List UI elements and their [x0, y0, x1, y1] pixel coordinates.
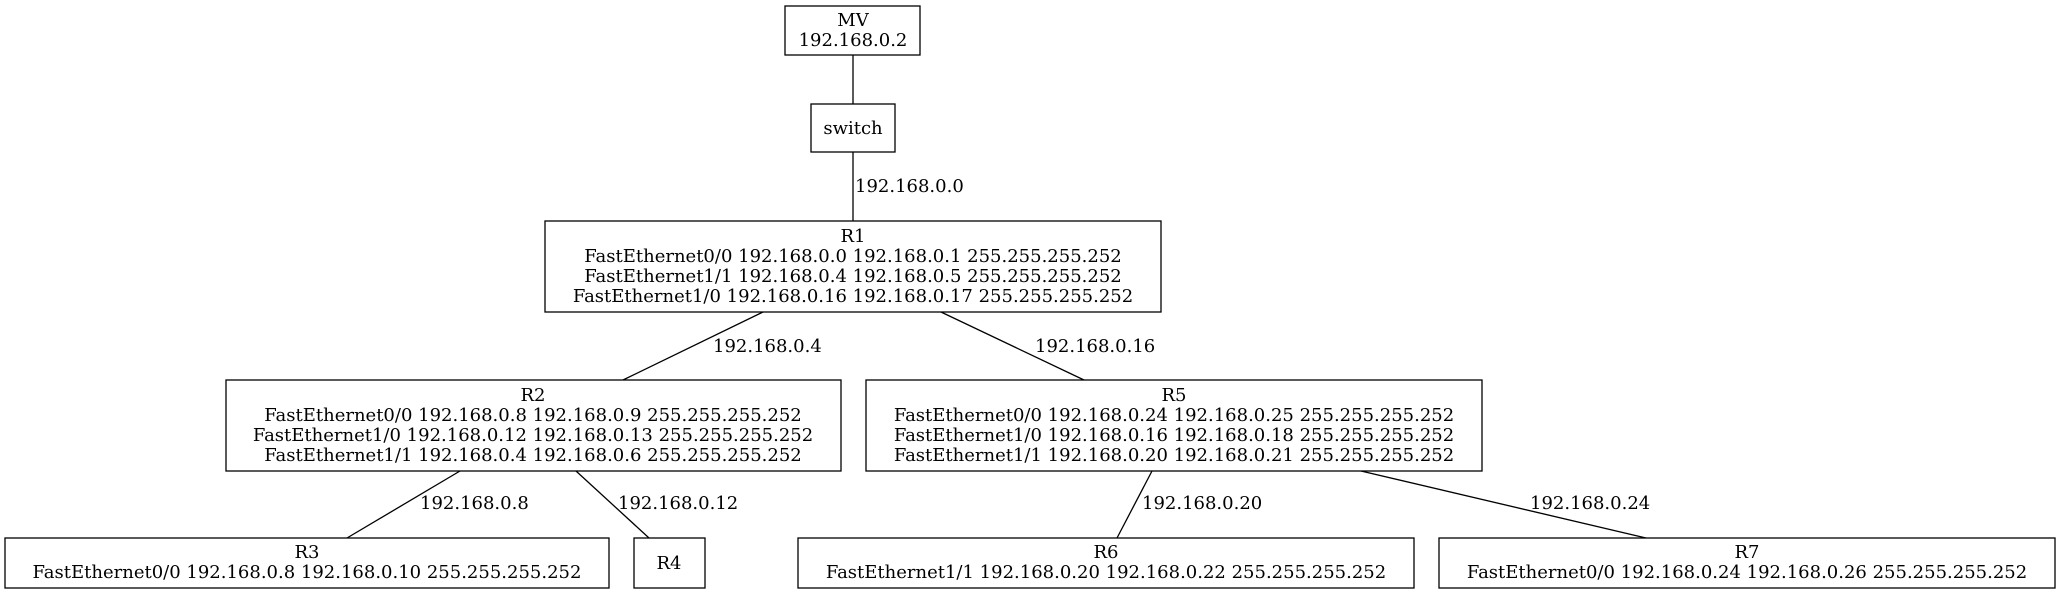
- node-r7-title: R7: [1734, 542, 1759, 563]
- node-r2-title: R2: [520, 385, 545, 406]
- node-r1-line: FastEthernet0/0 192.168.0.0 192.168.0.1 …: [584, 246, 1121, 267]
- node-r2-line: FastEthernet1/0 192.168.0.12 192.168.0.1…: [253, 425, 813, 446]
- node-r1: R1 FastEthernet0/0 192.168.0.0 192.168.0…: [544, 220, 1162, 313]
- edge-label-r1-r2: 192.168.0.4: [713, 336, 822, 357]
- node-r4-title: R4: [656, 553, 681, 574]
- node-r3: R3 FastEthernet0/0 192.168.0.8 192.168.0…: [4, 537, 610, 589]
- node-r2: R2 FastEthernet0/0 192.168.0.8 192.168.0…: [225, 379, 842, 472]
- node-mv: MV 192.168.0.2: [784, 5, 921, 56]
- node-switch-title: switch: [823, 118, 883, 139]
- node-r4: R4: [633, 537, 706, 589]
- node-r1-title: R1: [840, 226, 865, 247]
- edge-r2-r4: [575, 470, 650, 539]
- edge-label-r5-r6: 192.168.0.20: [1142, 493, 1262, 514]
- node-r1-line: FastEthernet1/1 192.168.0.4 192.168.0.5 …: [584, 266, 1121, 287]
- node-r2-line: FastEthernet0/0 192.168.0.8 192.168.0.9 …: [264, 405, 801, 426]
- edge-label-switch-r1: 192.168.0.0: [855, 176, 964, 197]
- node-switch: switch: [810, 103, 896, 153]
- node-r3-title: R3: [294, 542, 319, 563]
- node-r5-line: FastEthernet0/0 192.168.0.24 192.168.0.2…: [894, 405, 1454, 426]
- node-r7-line: FastEthernet0/0 192.168.0.24 192.168.0.2…: [1467, 562, 2027, 583]
- node-r1-line: FastEthernet1/0 192.168.0.16 192.168.0.1…: [573, 286, 1133, 307]
- node-r5-line: FastEthernet1/0 192.168.0.16 192.168.0.1…: [894, 425, 1454, 446]
- edge-r1-r5: [940, 311, 1085, 381]
- node-r3-line: FastEthernet0/0 192.168.0.8 192.168.0.10…: [33, 562, 582, 583]
- node-r5-line: FastEthernet1/1 192.168.0.20 192.168.0.2…: [894, 445, 1454, 466]
- edge-r5-r7: [1360, 470, 1647, 539]
- node-mv-line: 192.168.0.2: [799, 30, 908, 51]
- edge-label-r2-r4: 192.168.0.12: [618, 493, 738, 514]
- edge-r5-r6: [1116, 470, 1153, 539]
- edge-label-r2-r3: 192.168.0.8: [420, 493, 529, 514]
- edge-r1-r2: [622, 311, 764, 381]
- node-r7: R7 FastEthernet0/0 192.168.0.24 192.168.…: [1438, 537, 2056, 589]
- node-mv-title: MV: [837, 10, 869, 31]
- edge-label-r1-r5: 192.168.0.16: [1035, 336, 1155, 357]
- edge-r2-r3: [346, 470, 461, 539]
- node-r6: R6 FastEthernet1/1 192.168.0.20 192.168.…: [797, 537, 1415, 589]
- node-r5-title: R5: [1161, 385, 1186, 406]
- node-r6-title: R6: [1093, 542, 1118, 563]
- node-r6-line: FastEthernet1/1 192.168.0.20 192.168.0.2…: [826, 562, 1386, 583]
- node-r2-line: FastEthernet1/1 192.168.0.4 192.168.0.6 …: [264, 445, 801, 466]
- edge-label-r5-r7: 192.168.0.24: [1530, 493, 1650, 514]
- node-r5: R5 FastEthernet0/0 192.168.0.24 192.168.…: [865, 379, 1483, 472]
